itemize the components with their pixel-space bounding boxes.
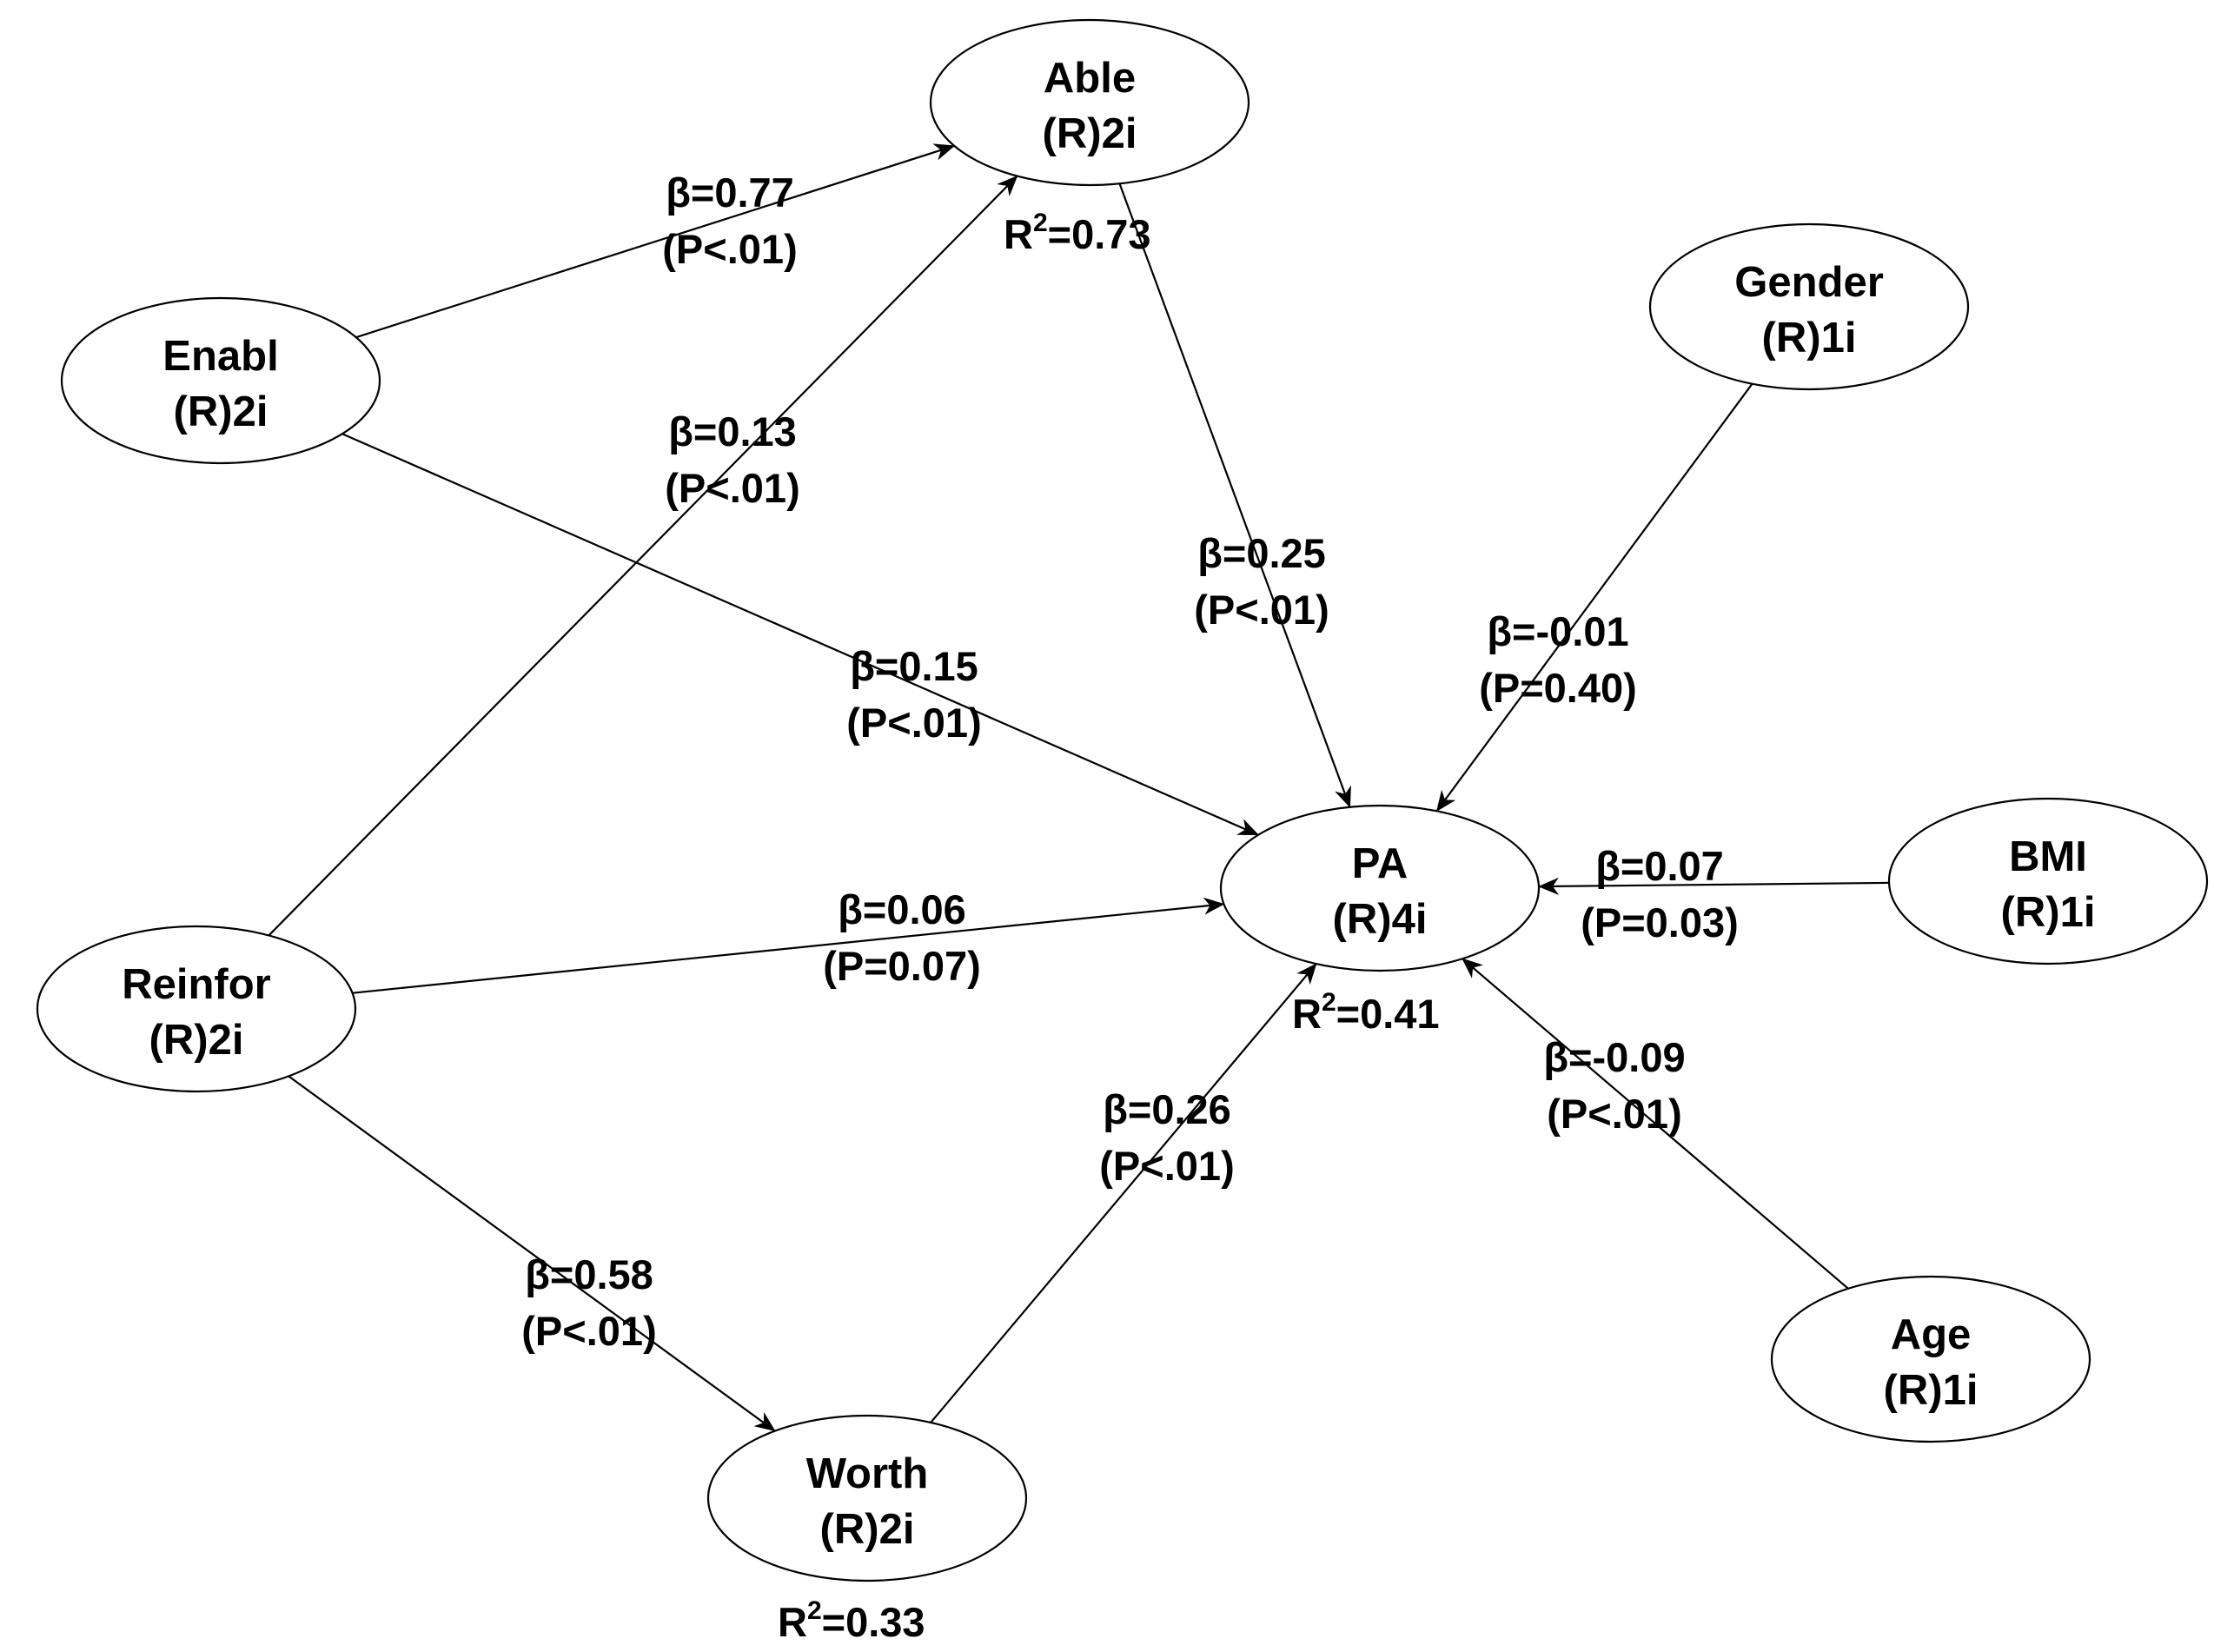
p-value-label: (P<.01) xyxy=(1194,587,1329,633)
beta-label: β=0.25 xyxy=(1197,530,1326,576)
beta-label: β=0.58 xyxy=(525,1251,653,1297)
r-squared-exponent: 2 xyxy=(1322,988,1336,1017)
edge-label-reinfor-to-pa: β=0.06 (P=0.07) xyxy=(823,886,981,989)
node-indicators: (R)2i xyxy=(149,1017,244,1064)
node-ellipse xyxy=(1770,1275,2091,1443)
edge-labels-layer: β=0.77(P<.01)β=0.13(P<.01)β=0.15(P<.01)β… xyxy=(521,169,1739,1354)
beta-label: β=-0.09 xyxy=(1543,1034,1685,1080)
p-value-label: (P<.01) xyxy=(1547,1091,1681,1137)
node-name: Reinfor xyxy=(122,961,271,1008)
node-indicators: (R)4i xyxy=(1333,896,1428,943)
beta-label: β=0.13 xyxy=(668,408,797,454)
edge-gender-to-pa xyxy=(1435,383,1753,813)
edges-layer xyxy=(268,143,1890,1432)
r-squared-label: R2=0.41 xyxy=(1292,988,1440,1037)
node-ellipse xyxy=(1887,797,2209,965)
node-reinfor: Reinfor (R)2i xyxy=(36,925,357,1093)
edge-age-to-pa xyxy=(1462,958,1849,1290)
node-indicators: (R)1i xyxy=(1762,315,1857,362)
r-squared-exponent: 2 xyxy=(807,1596,822,1625)
node-ellipse xyxy=(706,1414,1028,1582)
node-gender: Gender (R)1i xyxy=(1648,222,1970,391)
node-name: Age xyxy=(1891,1311,1972,1358)
edge-enabl-to-able xyxy=(355,143,956,339)
node-ellipse xyxy=(1648,222,1970,391)
edge-bmi-to-pa xyxy=(1537,877,1890,895)
p-value-label: (P<.01) xyxy=(665,465,799,511)
edge-reinfor-to-pa xyxy=(352,897,1225,994)
edge-label-enabl-to-pa: β=0.15 (P<.01) xyxy=(846,643,981,746)
r-squared-value: =0.33 xyxy=(822,1599,925,1645)
node-indicators: (R)1i xyxy=(1884,1367,1979,1414)
p-value-label: (P=0.40) xyxy=(1479,665,1637,711)
node-indicators: (R)2i xyxy=(820,1506,915,1553)
r-squared-letter: R xyxy=(1004,211,1033,257)
node-ellipse xyxy=(929,18,1250,187)
p-value-label: (P<.01) xyxy=(846,700,981,746)
beta-label: β=-0.01 xyxy=(1487,608,1628,654)
r-squared-value: =0.73 xyxy=(1048,211,1151,257)
node-indicators: (R)2i xyxy=(1043,110,1137,157)
edge-reinfor-to-able xyxy=(268,175,1018,937)
r-squared-letter: R xyxy=(778,1599,807,1645)
node-name: Worth xyxy=(806,1450,929,1497)
node-enabl: Enabl (R)2i xyxy=(60,296,381,465)
edge-label-enabl-to-able: β=0.77 (P<.01) xyxy=(662,169,797,272)
beta-label: β=0.06 xyxy=(838,886,966,932)
p-value-label: (P<.01) xyxy=(662,226,797,272)
node-bmi: BMI (R)1i xyxy=(1887,797,2209,965)
p-value-label: (P=0.07) xyxy=(823,943,981,989)
r-squared-exponent: 2 xyxy=(1033,209,1048,237)
node-ellipse xyxy=(36,925,357,1093)
beta-label: β=0.15 xyxy=(850,643,978,689)
edge-label-able-to-pa: β=0.25 (P<.01) xyxy=(1194,530,1329,633)
r-squared-label: R2=0.33 xyxy=(778,1596,925,1645)
p-value-label: (P=0.03) xyxy=(1581,899,1739,945)
node-indicators: (R)1i xyxy=(2001,889,2096,936)
nodes-layer: Able(R)2iR2=0.73Enabl(R)2iReinfor(R)2iWo… xyxy=(36,18,2209,1645)
node-indicators: (R)2i xyxy=(174,388,268,435)
edge-label-age-to-pa: β=-0.09 (P<.01) xyxy=(1543,1034,1685,1137)
edge-label-reinfor-to-worth: β=0.58 (P<.01) xyxy=(521,1251,656,1354)
r-squared-letter: R xyxy=(1292,991,1322,1037)
beta-label: β=0.26 xyxy=(1103,1086,1231,1132)
r-squared-value: =0.41 xyxy=(1336,991,1440,1037)
node-name: Able xyxy=(1044,55,1136,102)
node-name: Enabl xyxy=(162,333,278,380)
r-squared-label: R2=0.73 xyxy=(1004,209,1151,257)
edge-label-bmi-to-pa: β=0.07 (P=0.03) xyxy=(1581,843,1739,945)
node-name: Gender xyxy=(1734,259,1884,306)
beta-label: β=0.07 xyxy=(1595,843,1724,889)
edge-label-gender-to-pa: β=-0.01 (P=0.40) xyxy=(1479,608,1637,711)
beta-label: β=0.77 xyxy=(666,169,794,216)
edge-label-worth-to-pa: β=0.26 (P<.01) xyxy=(1099,1086,1234,1189)
edge-label-reinfor-to-able: β=0.13 (P<.01) xyxy=(665,408,799,511)
p-value-label: (P<.01) xyxy=(521,1308,656,1354)
p-value-label: (P<.01) xyxy=(1099,1143,1234,1189)
edge-able-to-pa xyxy=(1118,182,1351,808)
edge-worth-to-pa xyxy=(930,963,1317,1423)
node-name: BMI xyxy=(2009,833,2087,880)
edge-enabl-to-pa xyxy=(341,433,1260,836)
node-ellipse xyxy=(1219,804,1541,972)
node-ellipse xyxy=(60,296,381,465)
node-age: Age (R)1i xyxy=(1770,1275,2091,1443)
edge-reinfor-to-worth xyxy=(288,1075,776,1432)
node-name: PA xyxy=(1352,840,1408,887)
